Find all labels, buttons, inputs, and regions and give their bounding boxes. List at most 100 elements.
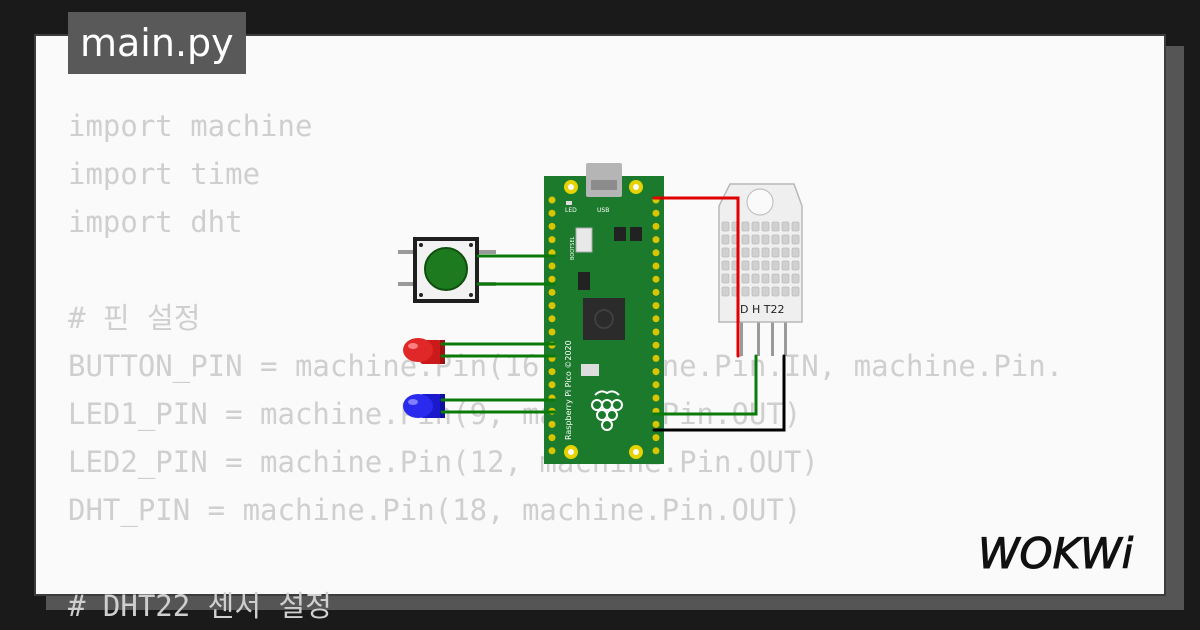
pin-right bbox=[652, 447, 660, 455]
pin-right bbox=[652, 354, 660, 362]
sensor-grille-cell bbox=[761, 234, 770, 245]
code-line: # 핀 설정 bbox=[68, 301, 201, 335]
sensor-grille-cell bbox=[791, 286, 800, 297]
pin-right bbox=[652, 222, 660, 230]
pin-right bbox=[652, 420, 660, 428]
pin-right bbox=[652, 262, 660, 270]
pin-right bbox=[652, 275, 660, 283]
sensor-grille-cell bbox=[761, 273, 770, 284]
sensor-grille-cell bbox=[721, 221, 730, 232]
pin-right bbox=[652, 381, 660, 389]
sensor-grille-cell bbox=[791, 221, 800, 232]
pin-right bbox=[652, 302, 660, 310]
pin-left bbox=[548, 328, 556, 336]
wire-vcc bbox=[652, 196, 740, 358]
sensor-grille-cell bbox=[771, 260, 780, 271]
sensor-grille-cell bbox=[761, 221, 770, 232]
wire-data bbox=[652, 354, 758, 416]
sensor-grille-cell bbox=[771, 273, 780, 284]
sensor-grille-cell bbox=[751, 286, 760, 297]
sensor-grille-cell bbox=[771, 286, 780, 297]
sensor-grille-cell bbox=[741, 286, 750, 297]
pin-right bbox=[652, 236, 660, 244]
sensor-grille-cell bbox=[751, 260, 760, 271]
pico-board[interactable]: Raspberry Pi Pico ©2020 LED USB BOOTSEL bbox=[544, 163, 664, 464]
led-label: LED bbox=[565, 207, 577, 214]
pin-left bbox=[548, 222, 556, 230]
dht22-sensor[interactable]: D H T22 bbox=[718, 183, 803, 356]
pin-left bbox=[548, 434, 556, 442]
led-blue[interactable] bbox=[403, 394, 445, 418]
push-button[interactable] bbox=[398, 237, 496, 303]
pin-left bbox=[548, 302, 556, 310]
pin-right bbox=[652, 368, 660, 376]
sensor-grille-cell bbox=[721, 234, 730, 245]
pin-right bbox=[652, 434, 660, 442]
sensor-grille-cell bbox=[781, 273, 790, 284]
sensor-grille-cell bbox=[721, 260, 730, 271]
sensor-grille-cell bbox=[791, 260, 800, 271]
pin-left bbox=[548, 315, 556, 323]
pin-left bbox=[548, 196, 556, 204]
sensor-grille-cell bbox=[741, 221, 750, 232]
wokwi-logo: WOKWi bbox=[978, 529, 1135, 579]
pin-right bbox=[652, 328, 660, 336]
sensor-grille-cell bbox=[721, 286, 730, 297]
sensor-grille-cell bbox=[781, 286, 790, 297]
code-line: DHT_PIN = machine.Pin(18, machine.Pin.OU… bbox=[68, 493, 802, 527]
sensor-grille-cell bbox=[751, 247, 760, 258]
code-line: # DHT22 센서 설정 bbox=[68, 589, 332, 623]
sensor-grille-cell bbox=[751, 273, 760, 284]
sensor-grille-cell bbox=[791, 273, 800, 284]
pin-right bbox=[652, 249, 660, 257]
pin-right bbox=[652, 394, 660, 402]
pin-right bbox=[652, 209, 660, 217]
sensor-grille-cell bbox=[741, 260, 750, 271]
pin-left bbox=[548, 447, 556, 455]
sensor-grille-cell bbox=[761, 247, 770, 258]
led-red[interactable] bbox=[403, 338, 445, 364]
pin-right bbox=[652, 288, 660, 296]
sensor-grille-cell bbox=[761, 260, 770, 271]
code-line: import machine bbox=[68, 109, 313, 143]
file-tab[interactable]: main.py bbox=[68, 12, 246, 74]
sensor-grille-cell bbox=[771, 247, 780, 258]
code-line: import time bbox=[68, 157, 261, 191]
bootsel-label: BOOTSEL bbox=[570, 236, 576, 260]
raspberry-logo bbox=[591, 390, 623, 431]
sensor-grille-cell bbox=[761, 286, 770, 297]
sensor-label: D H T22 bbox=[740, 303, 784, 316]
pin-right bbox=[652, 341, 660, 349]
sensor-grille-cell bbox=[751, 234, 760, 245]
sensor-grille-cell bbox=[781, 247, 790, 258]
wire-gnd bbox=[652, 354, 786, 432]
pin-left bbox=[548, 288, 556, 296]
code-line: import dht bbox=[68, 205, 243, 239]
sensor-grille-cell bbox=[791, 247, 800, 258]
pin-right bbox=[652, 315, 660, 323]
pin-left bbox=[548, 420, 556, 428]
usb-label: USB bbox=[597, 207, 609, 214]
pin-left bbox=[548, 381, 556, 389]
sensor-grille-cell bbox=[781, 234, 790, 245]
board-silkscreen: Raspberry Pi Pico ©2020 bbox=[564, 340, 573, 440]
sensor-grille-cell bbox=[771, 221, 780, 232]
sensor-grille-cell bbox=[751, 221, 760, 232]
sensor-grille-cell bbox=[791, 234, 800, 245]
pin-left bbox=[548, 209, 556, 217]
sensor-grille-cell bbox=[771, 234, 780, 245]
sensor-grille-cell bbox=[741, 234, 750, 245]
wokwi-logo-text: WOKWi bbox=[978, 529, 1134, 578]
sensor-grille-cell bbox=[741, 273, 750, 284]
pin-left bbox=[548, 368, 556, 376]
pin-left bbox=[548, 275, 556, 283]
sensor-grille-cell bbox=[781, 260, 790, 271]
pin-left bbox=[548, 236, 556, 244]
sensor-grille-cell bbox=[721, 247, 730, 258]
sensor-grille-cell bbox=[781, 221, 790, 232]
wires bbox=[440, 196, 786, 432]
sensor-grille-cell bbox=[721, 273, 730, 284]
pin-left bbox=[548, 262, 556, 270]
sensor-grille-cell bbox=[741, 247, 750, 258]
